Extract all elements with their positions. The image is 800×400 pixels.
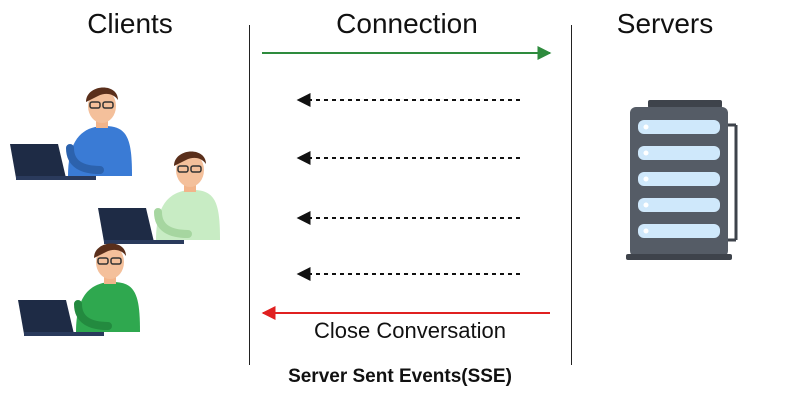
person-at-laptop-icon	[18, 243, 140, 336]
person-at-laptop-icon	[98, 151, 220, 244]
close-conversation-label: Close Conversation	[314, 318, 506, 343]
person-at-laptop-icon	[10, 87, 132, 180]
connection-heading: Connection	[336, 8, 478, 39]
diagram-caption: Server Sent Events(SSE)	[288, 366, 512, 387]
server-rack-icon	[626, 100, 738, 260]
servers-heading: Servers	[616, 8, 714, 39]
clients-divider	[249, 25, 250, 365]
servers-divider	[571, 25, 572, 365]
clients-heading: Clients	[87, 8, 173, 39]
